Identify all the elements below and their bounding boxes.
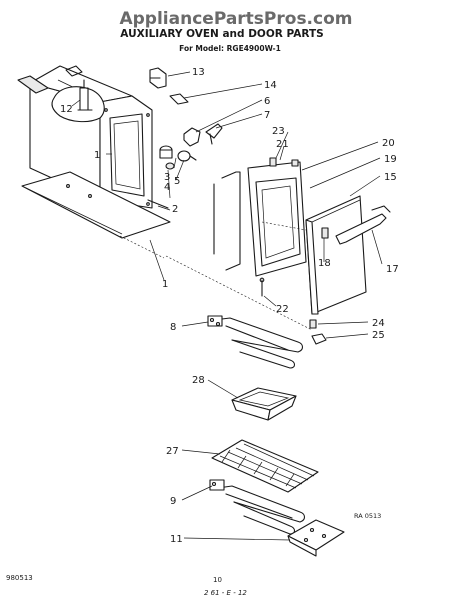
broiler-pan-28 [231, 387, 297, 421]
callout-17: 17 [386, 264, 399, 275]
door-inner-frame [213, 157, 307, 297]
callout-24: 24 [372, 318, 385, 329]
callout-19: 19 [384, 154, 397, 165]
element-shield-11 [287, 519, 345, 557]
callout-22: 22 [276, 304, 289, 315]
callout-5: 5 [174, 176, 180, 187]
callout-21: 21 [276, 139, 289, 150]
callout-14: 14 [264, 80, 277, 91]
ref-code: RA 0513 [354, 512, 381, 520]
footer-page-number: 10 [213, 576, 222, 584]
callout-labels: 13 14 6 7 12 1 3 4 5 2 1 23 21 20 19 15 … [60, 67, 399, 545]
alignment-line [165, 255, 313, 331]
callout-28: 28 [192, 375, 205, 386]
watermark-text: AppliancePartsPros.com [119, 9, 352, 29]
bake-element-9 [209, 479, 306, 535]
callout-25: 25 [372, 330, 385, 341]
callout-9: 9 [170, 496, 176, 507]
light-socket-3-4-5 [159, 145, 197, 170]
callout-8: 8 [170, 322, 176, 333]
callout-13: 13 [192, 67, 205, 78]
diagram-title: AUXILIARY OVEN and DOOR PARTS [120, 28, 323, 40]
callout-23: 23 [272, 126, 285, 137]
broil-element-8 [207, 315, 304, 369]
bracket-7 [205, 123, 223, 145]
callout-11: 11 [170, 534, 183, 545]
callout-7: 7 [264, 110, 270, 121]
element-wiring-12 [51, 79, 105, 123]
callout-15: 15 [384, 172, 397, 183]
callout-27: 27 [166, 446, 179, 457]
callout-3: 3 [164, 172, 170, 183]
fastener-24-25 [309, 319, 327, 345]
callout-1-bottom: 1 [162, 279, 168, 290]
callout-1-top: 1 [94, 150, 100, 161]
footer-handwritten-note: 2 61 - E - 12 [204, 589, 247, 597]
callout-12: 12 [60, 104, 73, 115]
callout-4: 4 [164, 182, 170, 193]
oven-rack-27 [211, 439, 319, 493]
callout-6: 6 [264, 96, 270, 107]
clip-6 [183, 127, 201, 147]
callout-20: 20 [382, 138, 395, 149]
bottom-panel [21, 171, 171, 259]
leader-lines [71, 71, 383, 541]
bar-14 [169, 93, 189, 105]
footer-doc-number: 980513 [6, 574, 33, 582]
bracket-13 [149, 67, 167, 89]
callout-2: 2 [172, 204, 178, 215]
outer-door [261, 195, 391, 315]
model-line: For Model: RGE4900W-1 [179, 44, 281, 53]
callout-18: 18 [318, 258, 331, 269]
rod-2 [147, 199, 169, 209]
